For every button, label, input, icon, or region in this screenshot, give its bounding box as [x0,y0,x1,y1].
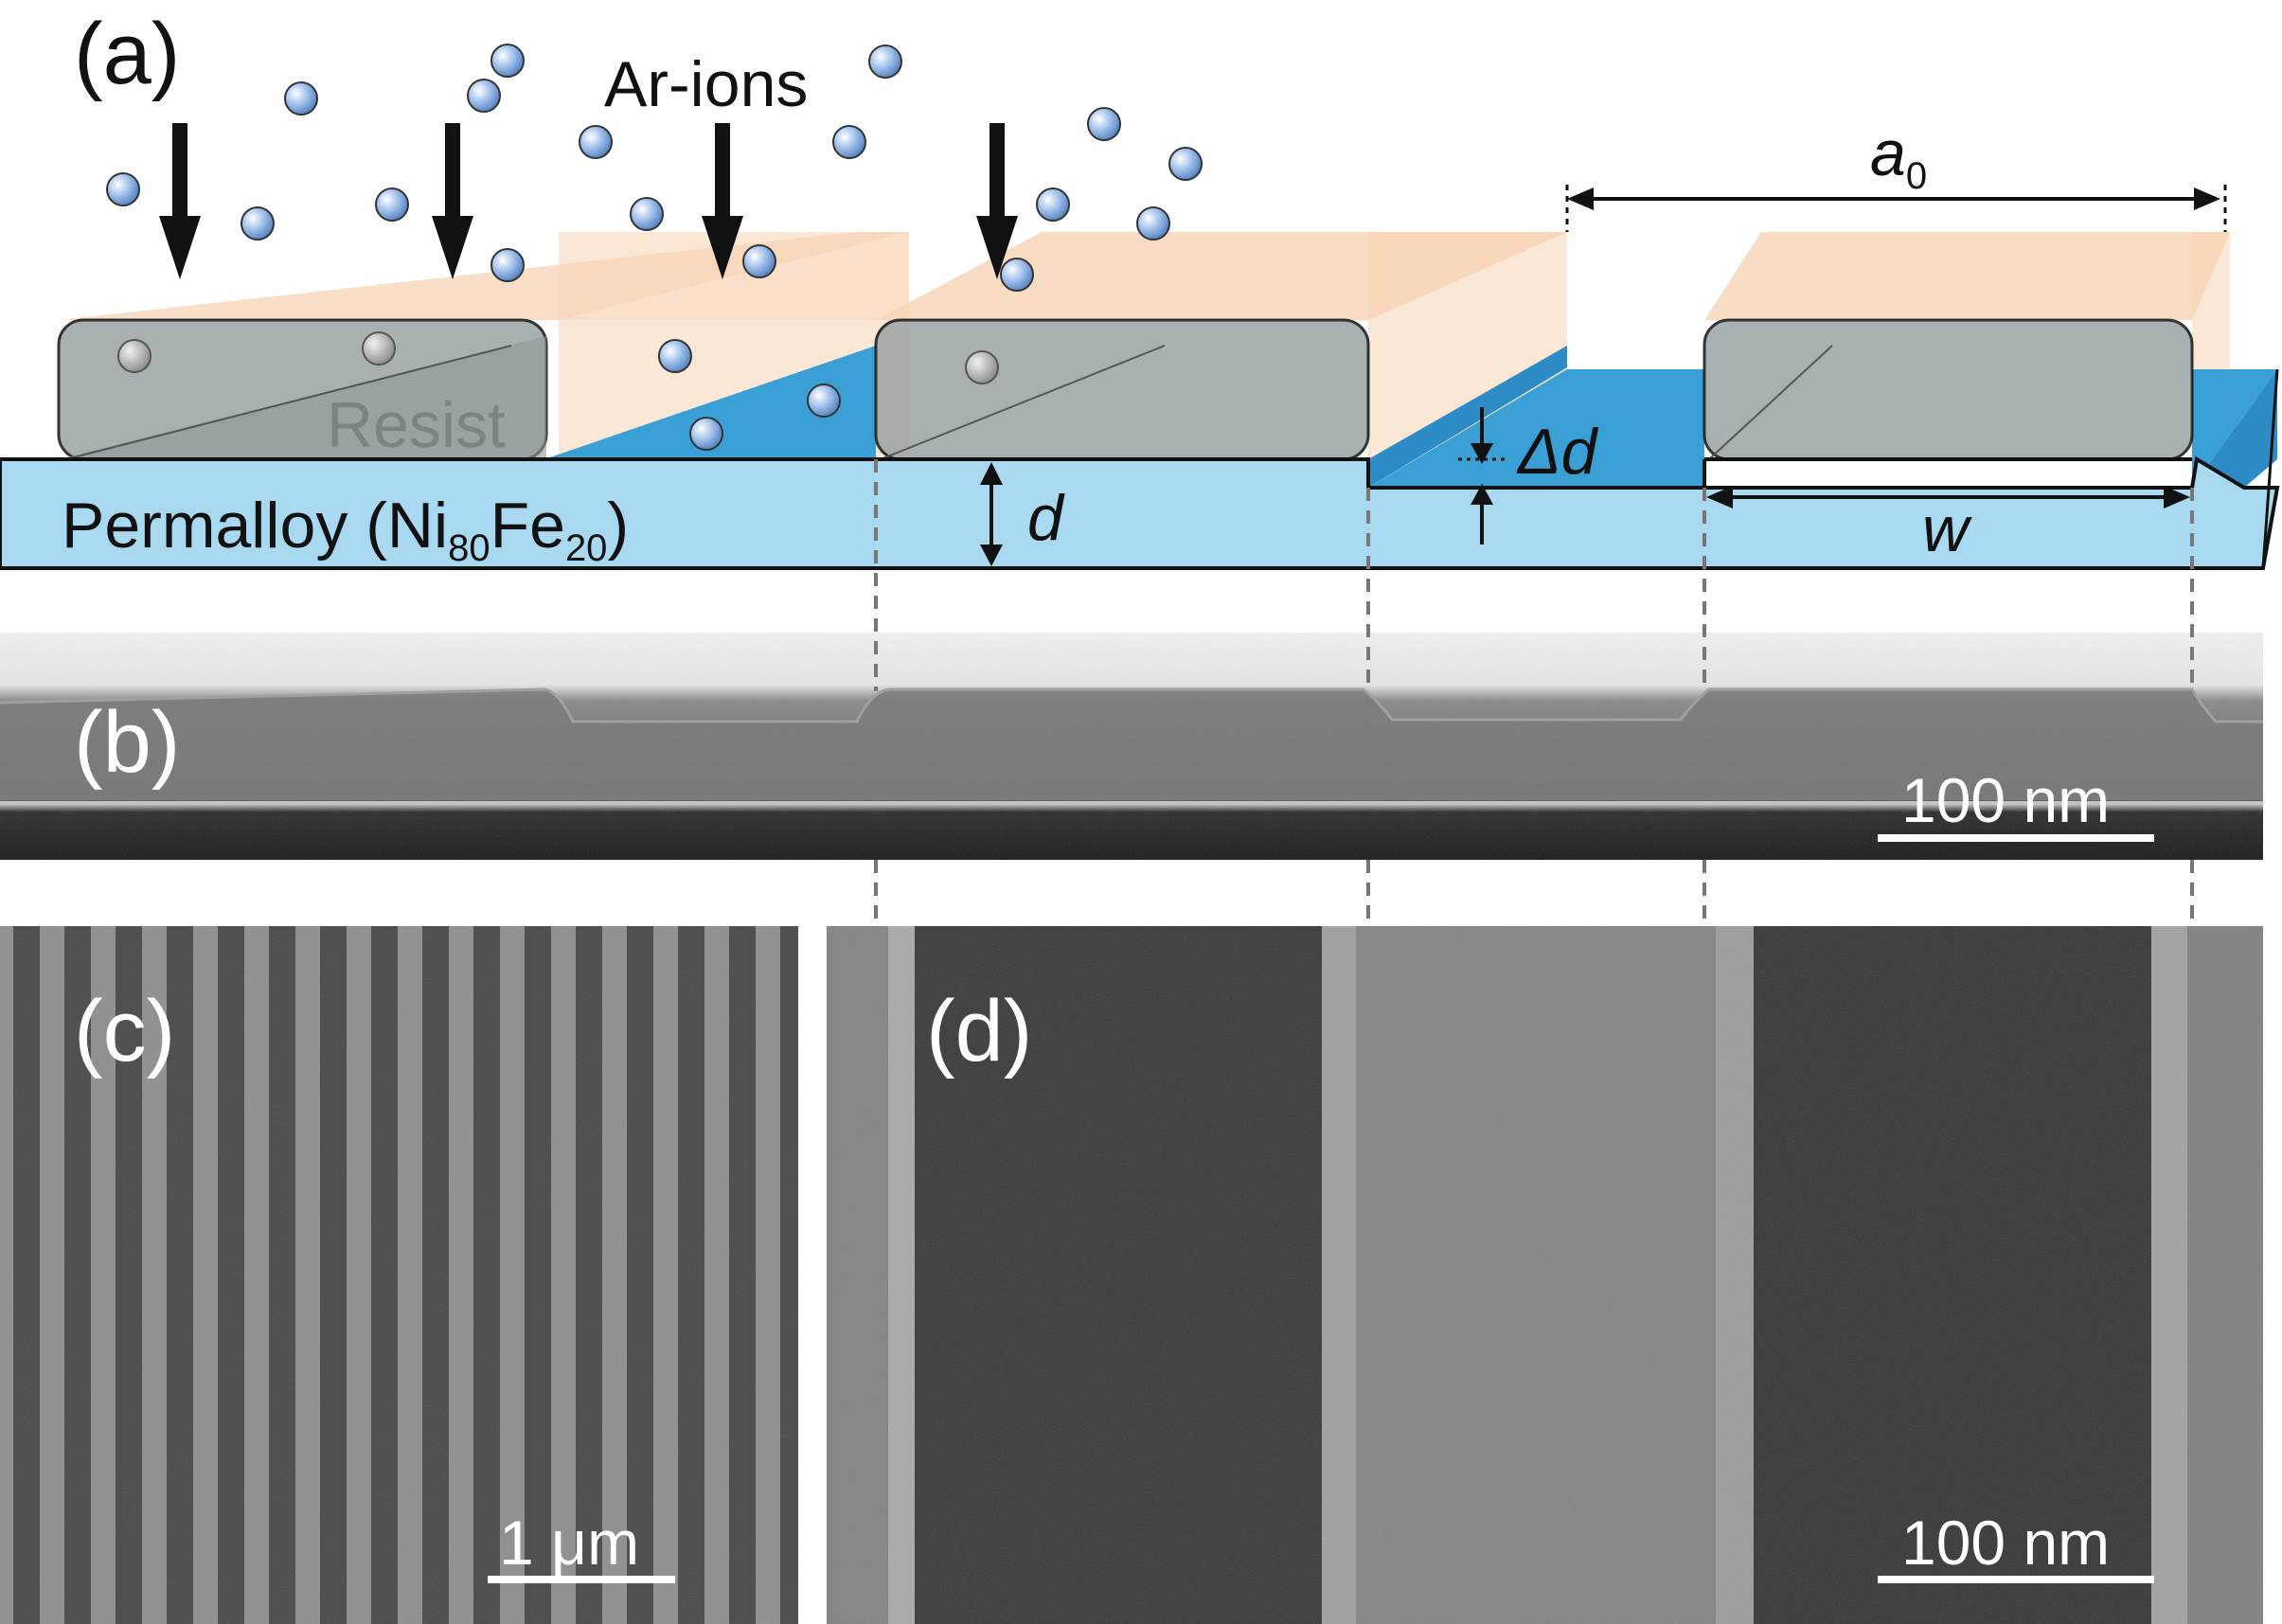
panel-a-schematic: (a) Ar-ions Resist Permalloy (Ni80Fe20) … [0,6,2280,570]
ion-direction-arrows [159,123,1018,279]
delta-thickness-label: Δd [1516,416,1599,488]
etched-surface-2 [1368,369,1704,488]
scalebar-d-label: 100 nm [1901,1508,2110,1578]
dimension-delta-d [1458,407,1506,544]
scalebar-c-label: 1 μm [499,1508,639,1578]
panel-label-d: (d) [926,983,1032,1080]
thickness-label: d [1027,482,1065,554]
width-label: w [1922,493,1972,565]
resist-block-1 [57,318,548,461]
panel-b-tem: (b) 100 nm [0,633,2263,860]
panel-label-a: (a) [74,6,180,102]
panel-label-c: (c) [74,983,175,1080]
dimension-w [1706,486,2190,509]
etched-slope-1 [544,346,876,459]
resist-block-3 [1703,318,2194,461]
alignment-guides [874,459,2194,926]
etched-slope-2 [1368,346,1567,488]
ions-label: Ar-ions [604,48,808,120]
dimension-a0 [1565,185,2227,232]
panel-c-sem: (c) 1 μm [0,926,798,1624]
resist-top-3 [1704,232,2230,320]
etched-surface-3 [2192,369,2277,488]
resist-label: Resist [327,389,506,461]
material-label: Permalloy (Ni80Fe20) [62,490,629,569]
panel-label-b: (b) [74,694,180,791]
panel-d-sem: (d) 100 nm [827,926,2263,1624]
scalebar-b-label: 100 nm [1901,765,2110,835]
ion-particles [106,44,1203,451]
period-label: a0 [1870,117,1927,197]
dimension-d [980,462,1003,566]
resist-block-2 [874,318,1370,461]
